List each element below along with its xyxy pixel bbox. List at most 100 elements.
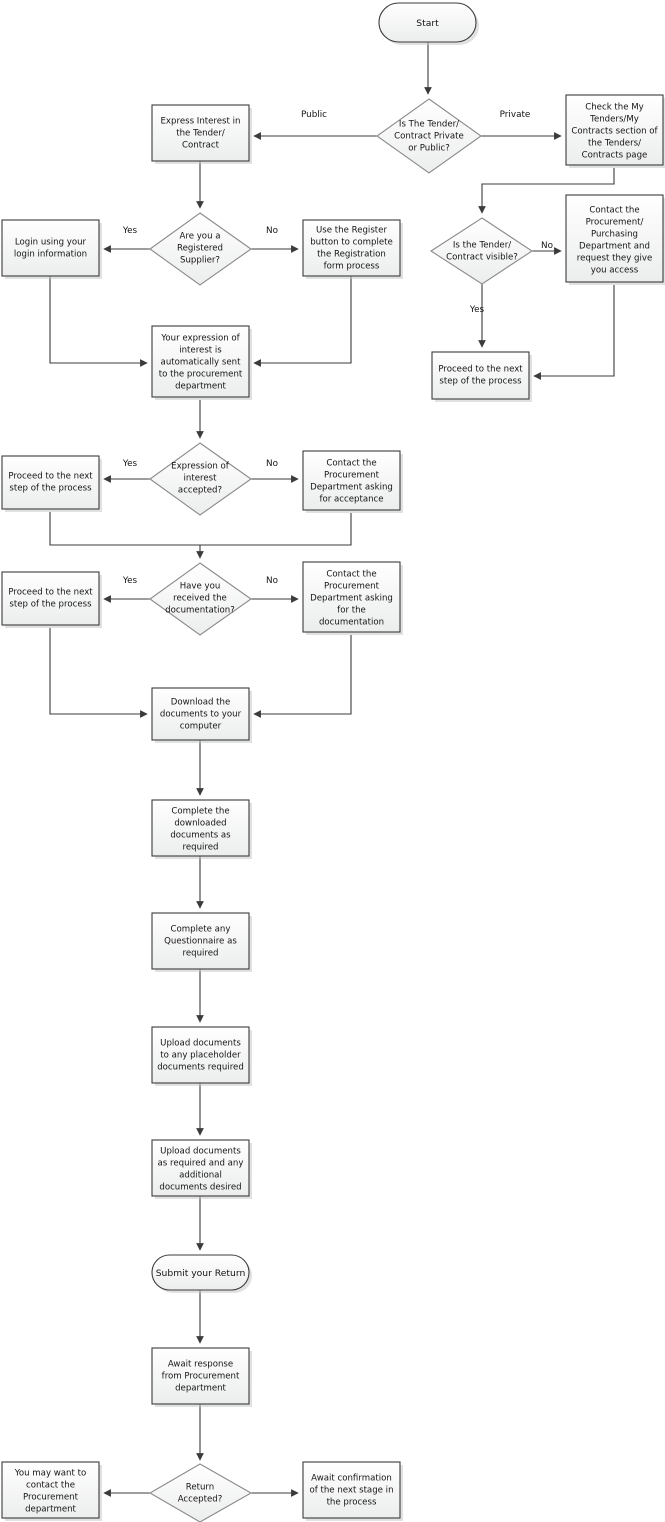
node-await-response[interactable]: Await response from Procurement departme… [151,1347,252,1407]
contact-acceptance-line3: Department asking [310,483,393,493]
node-upload-placeholder[interactable]: Upload documents to any placeholder docu… [151,1026,252,1086]
you-may-want-line1: You may want to [14,1469,86,1479]
complete-downloaded-line1: Complete the [171,807,229,817]
questionnaire-line3: required [182,949,218,959]
you-may-want-line2: contact the [26,1481,75,1491]
edge-label-no-received: No [266,576,278,586]
node-decision-private-public[interactable]: Is The Tender/ Contract Private or Publi… [376,98,482,174]
await-confirmation-line2: of the next stage in [309,1486,393,1496]
contact-access-line1: Contact the [589,206,639,216]
node-complete-downloaded[interactable]: Complete the downloaded documents as req… [151,799,252,859]
node-decision-received-documentation[interactable]: Have you received the documentation? [149,562,252,636]
express-interest-line1: Express Interest in [161,117,241,127]
edge-contact-doc-to-download [253,635,352,718]
node-contact-procurement-access[interactable]: Contact the Procurement/ Purchasing Depa… [565,194,665,285]
node-complete-questionnaire[interactable]: Complete any Questionnaire as required [151,912,252,972]
node-contact-for-acceptance[interactable]: Contact the Procurement Department askin… [302,450,403,513]
node-use-register[interactable]: Use the Register button to complete the … [302,219,403,279]
you-may-want-line3: Procurement [23,1493,79,1503]
expression-sent-line5: department [175,382,226,392]
edge-contact-access-to-proceed [533,285,615,380]
edge-label-yes-visible: Yes [469,305,485,315]
proceed-right-line1: Proceed to the next [438,365,523,375]
node-proceed-next-step-a[interactable]: Proceed to the next step of the process [1,455,102,512]
contact-doc-line5: documentation [319,618,384,628]
node-expression-sent[interactable]: Your expression of interest is automatic… [151,325,252,400]
login-line2: login information [14,250,87,260]
upload-placeholder-line2: to any placeholder [160,1051,241,1061]
edge-label-private: Private [500,110,531,120]
edge-proceed-a-to-received-doc [49,512,204,559]
complete-downloaded-line3: documents as [170,831,231,841]
node-decision-return-accepted[interactable]: Return Accepted? [148,1463,253,1522]
node-express-interest[interactable]: Express Interest in the Tender/ Contract [151,104,252,164]
edge-label-no-visible: No [541,241,553,251]
use-register-line3: the Registration [317,250,386,260]
await-confirmation-line1: Await confirmation [311,1474,392,1484]
await-response-line1: Await response [168,1360,233,1370]
node-proceed-next-step-b[interactable]: Proceed to the next step of the process [1,571,102,628]
check-my-tenders-line2: Tenders/My [589,115,639,125]
decision-return-line2: Accepted? [178,1495,223,1505]
contact-doc-line4: for the [337,606,366,616]
upload-placeholder-line1: Upload documents [160,1039,241,1049]
edge-proceed-b-to-download [49,628,148,718]
node-decision-contract-visible[interactable]: Is the Tender/ Contract visible? [429,217,533,285]
check-my-tenders-line4: the Tenders/ [588,139,641,149]
proceed-a-line2: step of the process [9,484,92,494]
decision-received-line2: received the [173,594,227,604]
submit-return-label: Submit your Return [156,1268,246,1279]
node-you-may-want-contact[interactable]: You may want to contact the Procurement … [1,1461,102,1521]
node-await-confirmation[interactable]: Await confirmation of the next stage in … [302,1461,403,1521]
contact-access-line4: Department and [579,242,650,252]
check-my-tenders-line1: Check the My [585,103,644,113]
decision-registered-line3: Supplier? [180,256,220,266]
edge-label-no-accepted: No [266,459,278,469]
contact-acceptance-line4: for acceptance [319,495,383,505]
node-submit-return[interactable]: Submit your Return [151,1254,252,1293]
decision-accepted-line2: interest [184,474,218,484]
contact-access-line6: you access [591,266,639,276]
proceed-b-line1: Proceed to the next [8,588,93,598]
you-may-want-line4: department [25,1505,76,1515]
upload-additional-line3: additional [179,1171,222,1181]
use-register-line4: form process [324,262,380,272]
node-check-my-tenders[interactable]: Check the My Tenders/My Contracts sectio… [565,94,665,168]
edge-layer [49,42,615,1497]
await-response-line2: from Procurement [162,1372,240,1382]
questionnaire-line2: Questionnaire as [164,937,237,947]
node-login[interactable]: Login using your login information [1,219,102,279]
decision-received-line3: documentation? [165,606,235,616]
login-line1: Login using your [15,238,87,248]
edge-label-layer: Public Private Yes No No Yes Yes No Yes … [122,110,553,586]
node-proceed-next-step-right[interactable]: Proceed to the next step of the process [431,351,532,402]
node-contact-for-documentation[interactable]: Contact the Procurement Department askin… [302,561,403,635]
upload-additional-line4: documents desired [159,1183,241,1193]
contact-acceptance-line1: Contact the [326,459,376,469]
decision-private-public-line3: or Public? [408,144,450,154]
contact-doc-line2: Procurement [324,582,380,592]
check-my-tenders-line5: Contracts page [582,151,648,161]
download-line3: computer [180,722,222,732]
decision-registered-line2: Registered [177,244,223,254]
contact-acceptance-line2: Procurement [324,471,380,481]
download-line1: Download the [171,698,231,708]
check-my-tenders-line3: Contracts section of [571,127,658,137]
complete-downloaded-line2: downloaded [174,819,226,829]
node-download-documents[interactable]: Download the documents to your computer [151,687,252,743]
upload-additional-line2: as required and any [158,1159,244,1169]
await-response-line3: department [175,1384,226,1394]
node-decision-interest-accepted[interactable]: Expression of interest accepted? [149,442,252,516]
decision-accepted-line1: Expression of [171,462,230,472]
proceed-right-line2: step of the process [439,377,522,387]
node-start[interactable]: Start [378,2,479,45]
expression-sent-line1: Your expression of [160,334,240,344]
decision-visible-line1: Is the Tender/ [453,241,511,251]
contact-doc-line3: Department asking [310,594,393,604]
node-decision-registered-supplier[interactable]: Are you a Registered Supplier? [149,212,252,286]
node-upload-additional[interactable]: Upload documents as required and any add… [151,1139,252,1199]
edge-label-no-registered: No [266,226,278,236]
